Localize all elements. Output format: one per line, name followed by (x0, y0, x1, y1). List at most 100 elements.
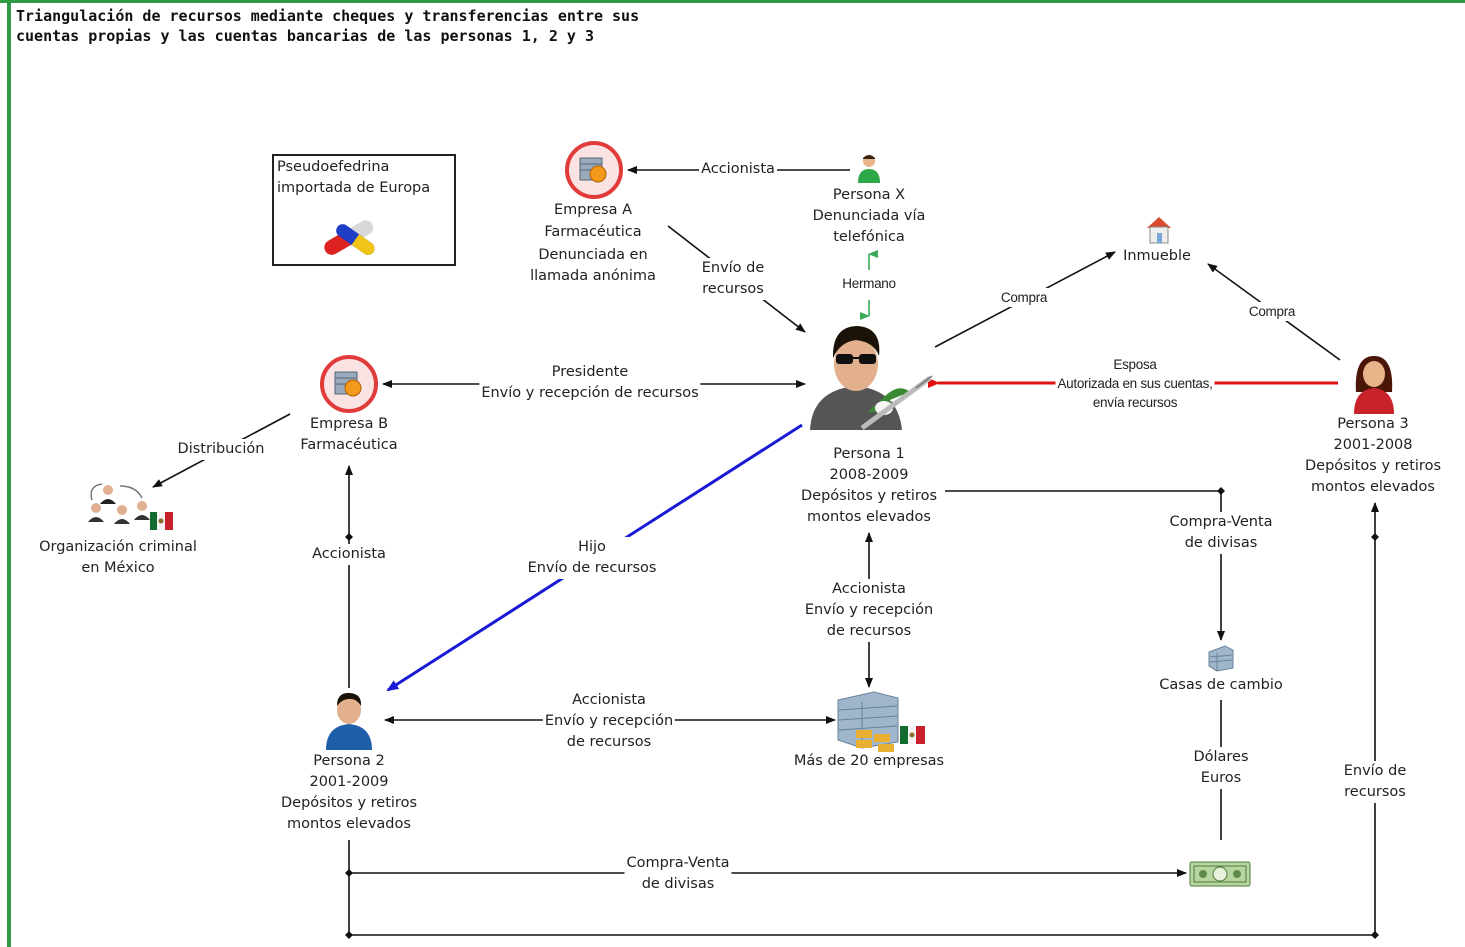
label-line: Compra-Venta (1169, 514, 1273, 530)
label-line: 2001-2009 (309, 774, 389, 790)
label-line: Empresa A (553, 202, 633, 218)
edge-label-b-org: Distribución (175, 439, 267, 460)
title-line: Triangulación de recursos mediante chequ… (16, 7, 640, 25)
label-line: Casas de cambio (1159, 677, 1283, 693)
label-line: Compra-Venta (626, 855, 730, 871)
label-line: recursos (702, 281, 764, 297)
label-line: Envío y recepción (804, 602, 934, 618)
label-line: en México (81, 560, 155, 576)
label-line: Pseudoefedrina (277, 159, 390, 175)
label-line: Persona 3 (1337, 416, 1409, 432)
label-line: recursos (1344, 784, 1406, 800)
frame-top-border (0, 0, 1465, 3)
woman-icon (1354, 356, 1394, 414)
edge-label-p2-dolares: Compra-Venta de divisas (624, 853, 732, 895)
pharma-company-icon (565, 141, 623, 199)
label-line: Farmacéutica (544, 224, 642, 240)
label-line: Persona X (832, 187, 906, 203)
dollar-bill-icon (1189, 861, 1251, 887)
label-line: Presidente (551, 364, 629, 380)
company-buildings-icon (837, 691, 925, 752)
criminal-network-icon (88, 483, 173, 530)
edge-label-p3-p1: Esposa Autorizada en sus cuentas, envía … (1055, 355, 1215, 412)
edge-label-x-a: Accionista (699, 159, 777, 180)
label-line: Compra (1248, 304, 1296, 319)
pills-icon (324, 220, 375, 255)
label-line: Envío de (701, 260, 765, 276)
label-line: de recursos (566, 734, 652, 750)
label-line: montos elevados (1311, 479, 1435, 495)
label-line: de divisas (1184, 535, 1258, 551)
label-line: Accionista (832, 581, 906, 597)
edge-p2-dolares (348, 840, 1187, 877)
edge-label-p1-inmueble: Compra (998, 288, 1050, 307)
label-line: Distribución (177, 441, 265, 457)
label-line: Farmacéutica (300, 437, 398, 453)
pharma-company-icon (320, 355, 378, 413)
edge-label-p1-casas: Compra-Venta de divisas (1167, 512, 1275, 554)
persona-1-label: Persona 1 2008-2009 Depósitos y retiros … (801, 444, 937, 528)
edge-label-p2-20: Accionista Envío y recepción de recursos (542, 690, 676, 753)
label-line: Depósitos y retiros (280, 795, 418, 811)
label-line: Hermano (842, 276, 896, 291)
label-line: Depósitos y retiros (800, 488, 938, 504)
label-line: Inmueble (1123, 248, 1191, 264)
edge-label-p2-b: Accionista (310, 544, 388, 565)
label-line: importada de Europa (277, 180, 431, 196)
persona-3-label: Persona 3 2001-2008 Depósitos y retiros … (1305, 414, 1441, 498)
label-line: Compra (1000, 290, 1048, 305)
label-line: Organización criminal (39, 539, 197, 555)
label-line: Depósitos y retiros (1304, 458, 1442, 474)
label-line: Empresa B (309, 416, 389, 432)
casas-cambio-label: Casas de cambio (1159, 675, 1282, 696)
persona-2-label: Persona 2 2001-2009 Depósitos y retiros … (281, 751, 417, 835)
pseudoefedrina-label: Pseudoefedrina importada de Europa (277, 157, 430, 199)
label-line: montos elevados (807, 509, 931, 525)
label-line: Accionista (572, 692, 646, 708)
edge-label-p3-inmueble: Compra (1246, 302, 1298, 321)
label-line: Dólares (1193, 749, 1249, 765)
inmueble-label: Inmueble (1123, 246, 1191, 267)
edge-label-hermano: Hermano (840, 274, 898, 293)
label-line: de divisas (641, 876, 715, 892)
house-icon (1147, 217, 1171, 244)
persona-x-label: Persona X Denunciada vía telefónica (813, 185, 926, 248)
label-line: de recursos (826, 623, 912, 639)
diagram-title: Triangulación de recursos mediante chequ… (16, 6, 639, 46)
edge-label-p2-p3: Envío de recursos (1341, 761, 1409, 803)
label-line: Persona 2 (313, 753, 385, 769)
label-line: envía recursos (1092, 395, 1178, 410)
empresas-20-label: Más de 20 empresas (794, 751, 944, 772)
edge-label-a-p1: Envío de recursos (699, 258, 767, 300)
label-line: Hijo (578, 539, 606, 555)
man-sunglasses-syringe-icon (810, 326, 933, 431)
edge-label-casas-dolares: Dólares Euros (1191, 747, 1251, 789)
label-line: Accionista (312, 546, 386, 562)
edge-p2-p3 (348, 502, 1379, 936)
label-line: Denunciada en (538, 247, 648, 263)
building-icon (1208, 645, 1234, 672)
label-line: Envío de recursos (527, 560, 657, 576)
edge-label-p1-20: Accionista Envío y recepción de recursos (802, 579, 936, 642)
label-line: montos elevados (287, 816, 411, 832)
edge-label-p1-p2: Hijo Envío de recursos (525, 537, 659, 579)
label-line: 2008-2009 (829, 467, 909, 483)
label-line: Persona 1 (833, 446, 905, 462)
edge-label-p1-b: Presidente Envío y recepción de recursos (479, 362, 701, 404)
label-line: Autorizada en sus cuentas, (1057, 376, 1213, 391)
label-line: Más de 20 empresas (793, 753, 945, 769)
label-line: llamada anónima (530, 268, 656, 284)
person-green-icon (858, 155, 880, 183)
empresa-b-label: Empresa B Farmacéutica (300, 414, 397, 456)
frame-left-border (7, 0, 11, 947)
empresa-a-label: Empresa A Farmacéutica Denunciada en lla… (530, 200, 656, 287)
label-line: Envío y recepción de recursos (481, 385, 699, 401)
label-line: Denunciada vía (812, 208, 926, 224)
label-line: 2001-2008 (1333, 437, 1413, 453)
label-line: Envío y recepción (544, 713, 674, 729)
label-line: telefónica (833, 229, 905, 245)
label-line: Accionista (701, 161, 775, 177)
title-line: cuentas propias y las cuentas bancarias … (16, 27, 594, 45)
label-line: Esposa (1113, 357, 1157, 372)
